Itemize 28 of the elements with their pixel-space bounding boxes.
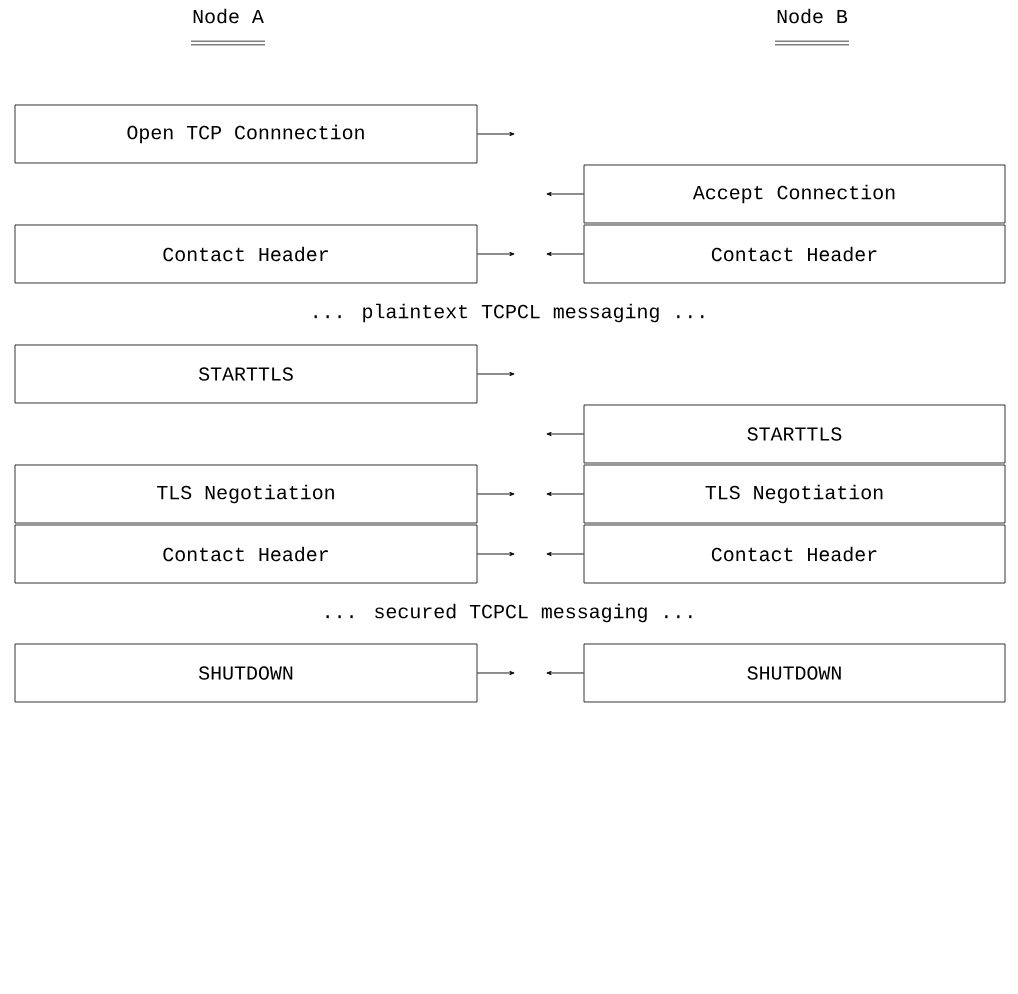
arrow <box>476 670 515 676</box>
message-box: Contact Header <box>583 224 1006 284</box>
arrow <box>546 551 585 557</box>
arrow <box>546 431 585 437</box>
message-box: SHUTDOWN <box>14 643 478 703</box>
column-heading: Node B <box>777 8 848 24</box>
arrow <box>546 670 585 676</box>
note-text: ... plaintext TCPCL messaging ... <box>314 303 704 323</box>
message-box: STARTTLS <box>583 404 1006 464</box>
message-box: Contact Header <box>583 524 1006 584</box>
message-box: TLS Negotiation <box>583 464 1006 524</box>
arrow <box>476 491 515 497</box>
column-heading: Node A <box>193 8 264 24</box>
message-box: Contact Header <box>14 524 478 584</box>
message-box: Open TCP Connnection <box>14 104 478 164</box>
arrow <box>476 131 515 137</box>
message-box: SHUTDOWN <box>583 643 1006 703</box>
message-box: Contact Header <box>14 224 478 284</box>
arrow <box>546 191 585 197</box>
message-box: Accept Connection <box>583 164 1006 224</box>
message-box: STARTTLS <box>14 344 478 404</box>
arrow <box>476 371 515 377</box>
message-box: TLS Negotiation <box>14 464 478 524</box>
arrow <box>546 491 585 497</box>
note-text: ... secured TCPCL messaging ... <box>326 603 692 623</box>
arrow <box>476 251 515 257</box>
arrow <box>546 251 585 257</box>
arrow <box>476 551 515 557</box>
